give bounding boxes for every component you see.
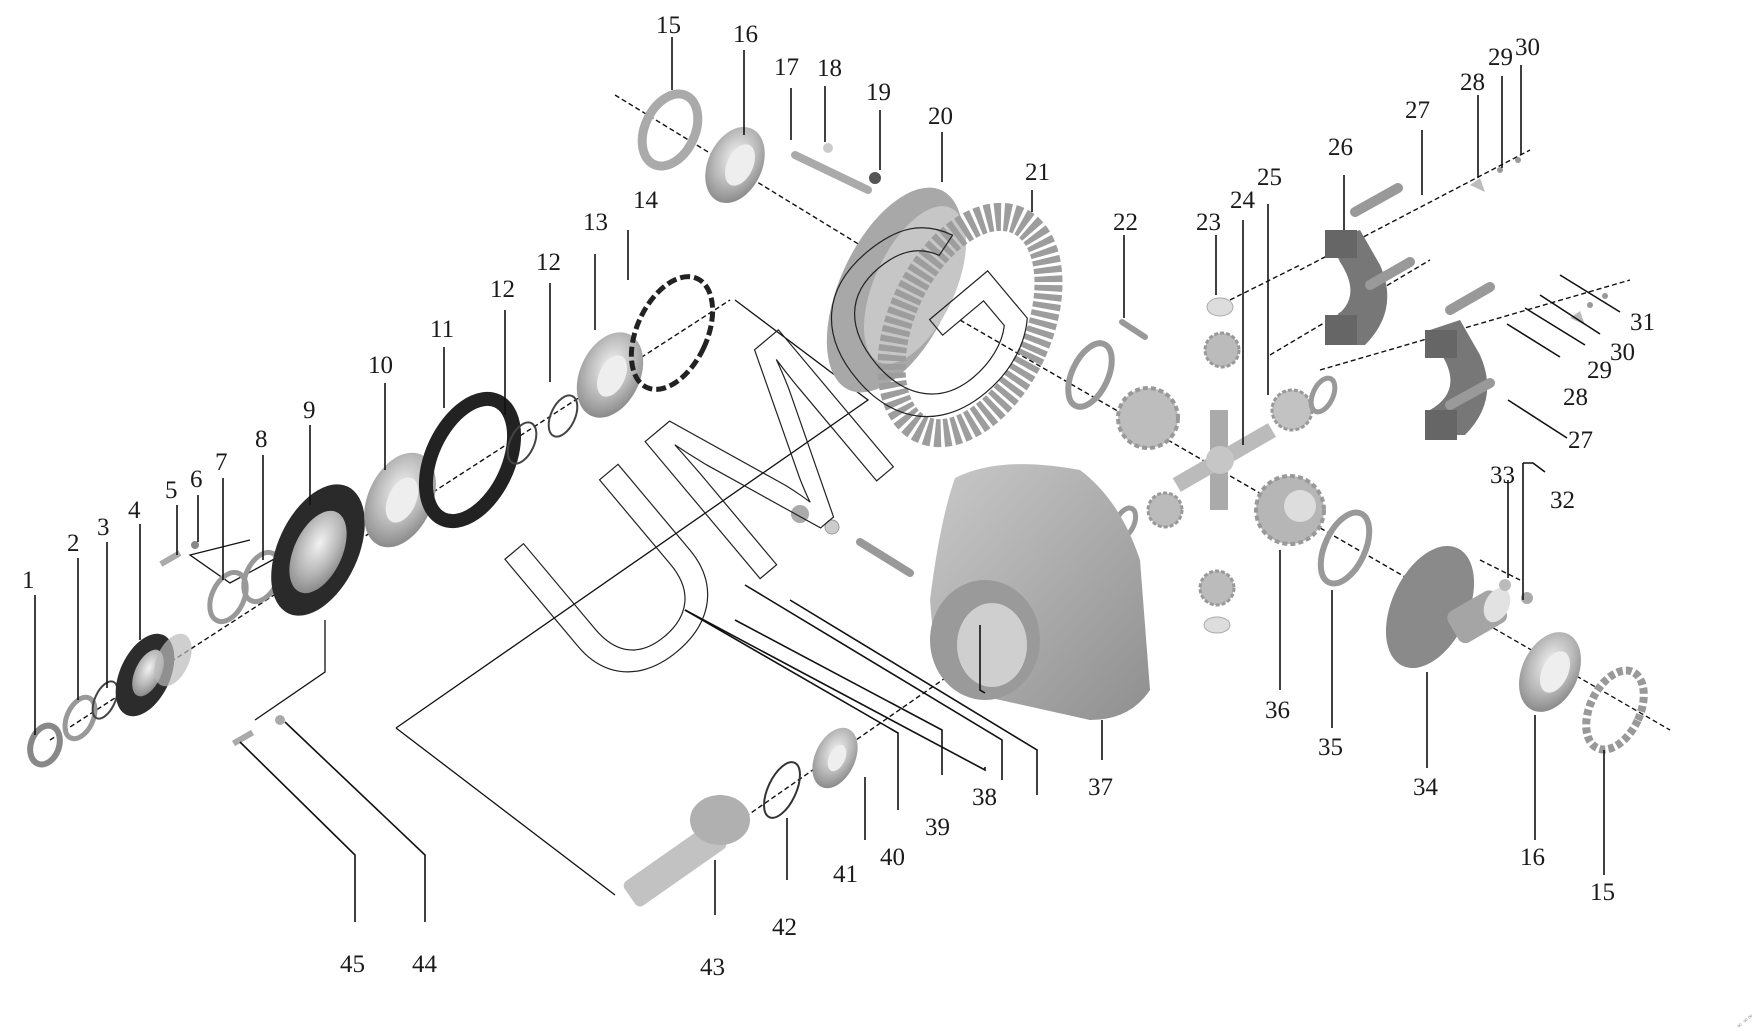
part-17-bolt	[791, 151, 872, 194]
part-24-cross-shaft	[1172, 410, 1276, 510]
part-22-bolt	[1119, 319, 1148, 340]
part-29-washer	[1497, 167, 1503, 173]
callout-9: 9	[303, 397, 316, 424]
part-28-lock-plate	[1470, 178, 1485, 192]
callout-39: 39	[925, 814, 950, 841]
callout-28-right: 28	[1563, 384, 1588, 411]
callout-33: 33	[1490, 462, 1515, 489]
callout-43: 43	[700, 954, 725, 981]
part-11-seal-ring	[418, 391, 522, 529]
callout-45: 45	[340, 951, 365, 978]
callout-16-right: 16	[1520, 844, 1545, 871]
part-38-bolt	[856, 538, 914, 577]
part-39-washer	[824, 519, 840, 535]
callout-12a: 12	[490, 276, 515, 303]
part-23-pinion-gear	[1203, 331, 1241, 369]
callout-10: 10	[368, 352, 393, 379]
part-7-ring	[207, 569, 249, 625]
part-21-ring-gear	[877, 202, 1063, 448]
part-23-thrust-washer	[1206, 297, 1234, 317]
parts	[27, 89, 1648, 907]
part-26-bearing-cap	[1325, 230, 1388, 345]
leader-lines	[34, 37, 1621, 922]
part-30-pin	[1515, 157, 1521, 163]
callout-2: 2	[67, 530, 80, 557]
callout-30-right: 30	[1610, 339, 1635, 366]
callout-36: 36	[1265, 697, 1290, 724]
callout-29-top: 29	[1488, 44, 1513, 71]
part-34-differential-case	[1385, 545, 1511, 669]
callout-14: 14	[633, 187, 659, 214]
part-25-side-gear	[1270, 388, 1314, 432]
callout-28-top: 28	[1460, 69, 1485, 96]
callout-15-top: 15	[656, 12, 681, 39]
part-26-bearing-cap-2	[1425, 320, 1488, 440]
part-6-washer	[191, 541, 199, 549]
callout-24: 24	[1230, 187, 1256, 214]
callout-32: 32	[1550, 487, 1575, 514]
callout-labels: 1 2 3 4 5 6 7 8 9 10 11 12 12 13 14 15 1…	[22, 12, 1655, 981]
part-43-drive-pinion	[623, 795, 750, 907]
part-15-adjusting-nut	[637, 89, 703, 171]
part-15-adjusting-nut-right	[1582, 666, 1648, 754]
callout-37: 37	[1088, 774, 1113, 801]
part-2-washer	[62, 694, 98, 742]
part-12-o-ring-2	[547, 394, 579, 438]
part-33-washer	[1499, 579, 1511, 591]
callout-27-right: 27	[1568, 427, 1593, 454]
part-40-plug	[791, 505, 809, 523]
part-35-thrust-washer	[1317, 509, 1373, 587]
callout-40: 40	[880, 844, 905, 871]
callout-41: 41	[833, 861, 858, 888]
callout-27-top: 27	[1405, 97, 1430, 124]
callout-7: 7	[215, 449, 228, 476]
part-27-bolt-2	[1365, 257, 1415, 290]
part-12-o-ring	[506, 421, 538, 465]
callout-20: 20	[928, 103, 953, 130]
callout-42: 42	[772, 914, 797, 941]
callout-34: 34	[1413, 774, 1439, 801]
callout-12b: 12	[536, 249, 561, 276]
part-32-nut	[1521, 592, 1533, 604]
part-27-bolt-3	[1445, 282, 1495, 315]
part-14-gasket	[628, 274, 716, 392]
callout-26: 26	[1328, 134, 1353, 161]
callout-11: 11	[430, 316, 454, 343]
callout-13: 13	[583, 209, 608, 236]
callout-19: 19	[866, 79, 891, 106]
part-27-bolt-4	[1445, 378, 1495, 410]
callout-35: 35	[1318, 734, 1343, 761]
part-42-snap-ring	[763, 761, 801, 819]
callout-8: 8	[255, 426, 268, 453]
part-18-washer	[823, 143, 833, 153]
part-5-bolt	[159, 550, 182, 567]
callout-25: 25	[1257, 164, 1282, 191]
part-19-nut	[869, 172, 881, 184]
callout-1: 1	[22, 567, 35, 594]
part-44-washer	[275, 715, 285, 725]
callout-22: 22	[1113, 209, 1138, 236]
callout-44: 44	[412, 951, 438, 978]
part-1-nut	[27, 722, 63, 768]
callout-6: 6	[190, 466, 203, 493]
callout-30-top: 30	[1515, 34, 1540, 61]
callout-18: 18	[817, 55, 842, 82]
callout-21: 21	[1025, 159, 1050, 186]
callout-5: 5	[165, 477, 178, 504]
callout-29-right: 29	[1587, 357, 1612, 384]
callout-4: 4	[128, 497, 141, 524]
callout-17: 17	[774, 54, 799, 81]
part-3-o-ring	[91, 680, 119, 720]
callout-15-right: 15	[1590, 879, 1615, 906]
callout-23: 23	[1196, 209, 1221, 236]
callout-16-top: 16	[733, 21, 758, 48]
part-45-bolt	[231, 729, 255, 747]
callout-31: 31	[1630, 309, 1655, 336]
part-37-carrier-housing	[930, 464, 1150, 720]
callout-38: 38	[972, 784, 997, 811]
part-27-bolt	[1350, 183, 1403, 217]
callout-3: 3	[97, 514, 110, 541]
